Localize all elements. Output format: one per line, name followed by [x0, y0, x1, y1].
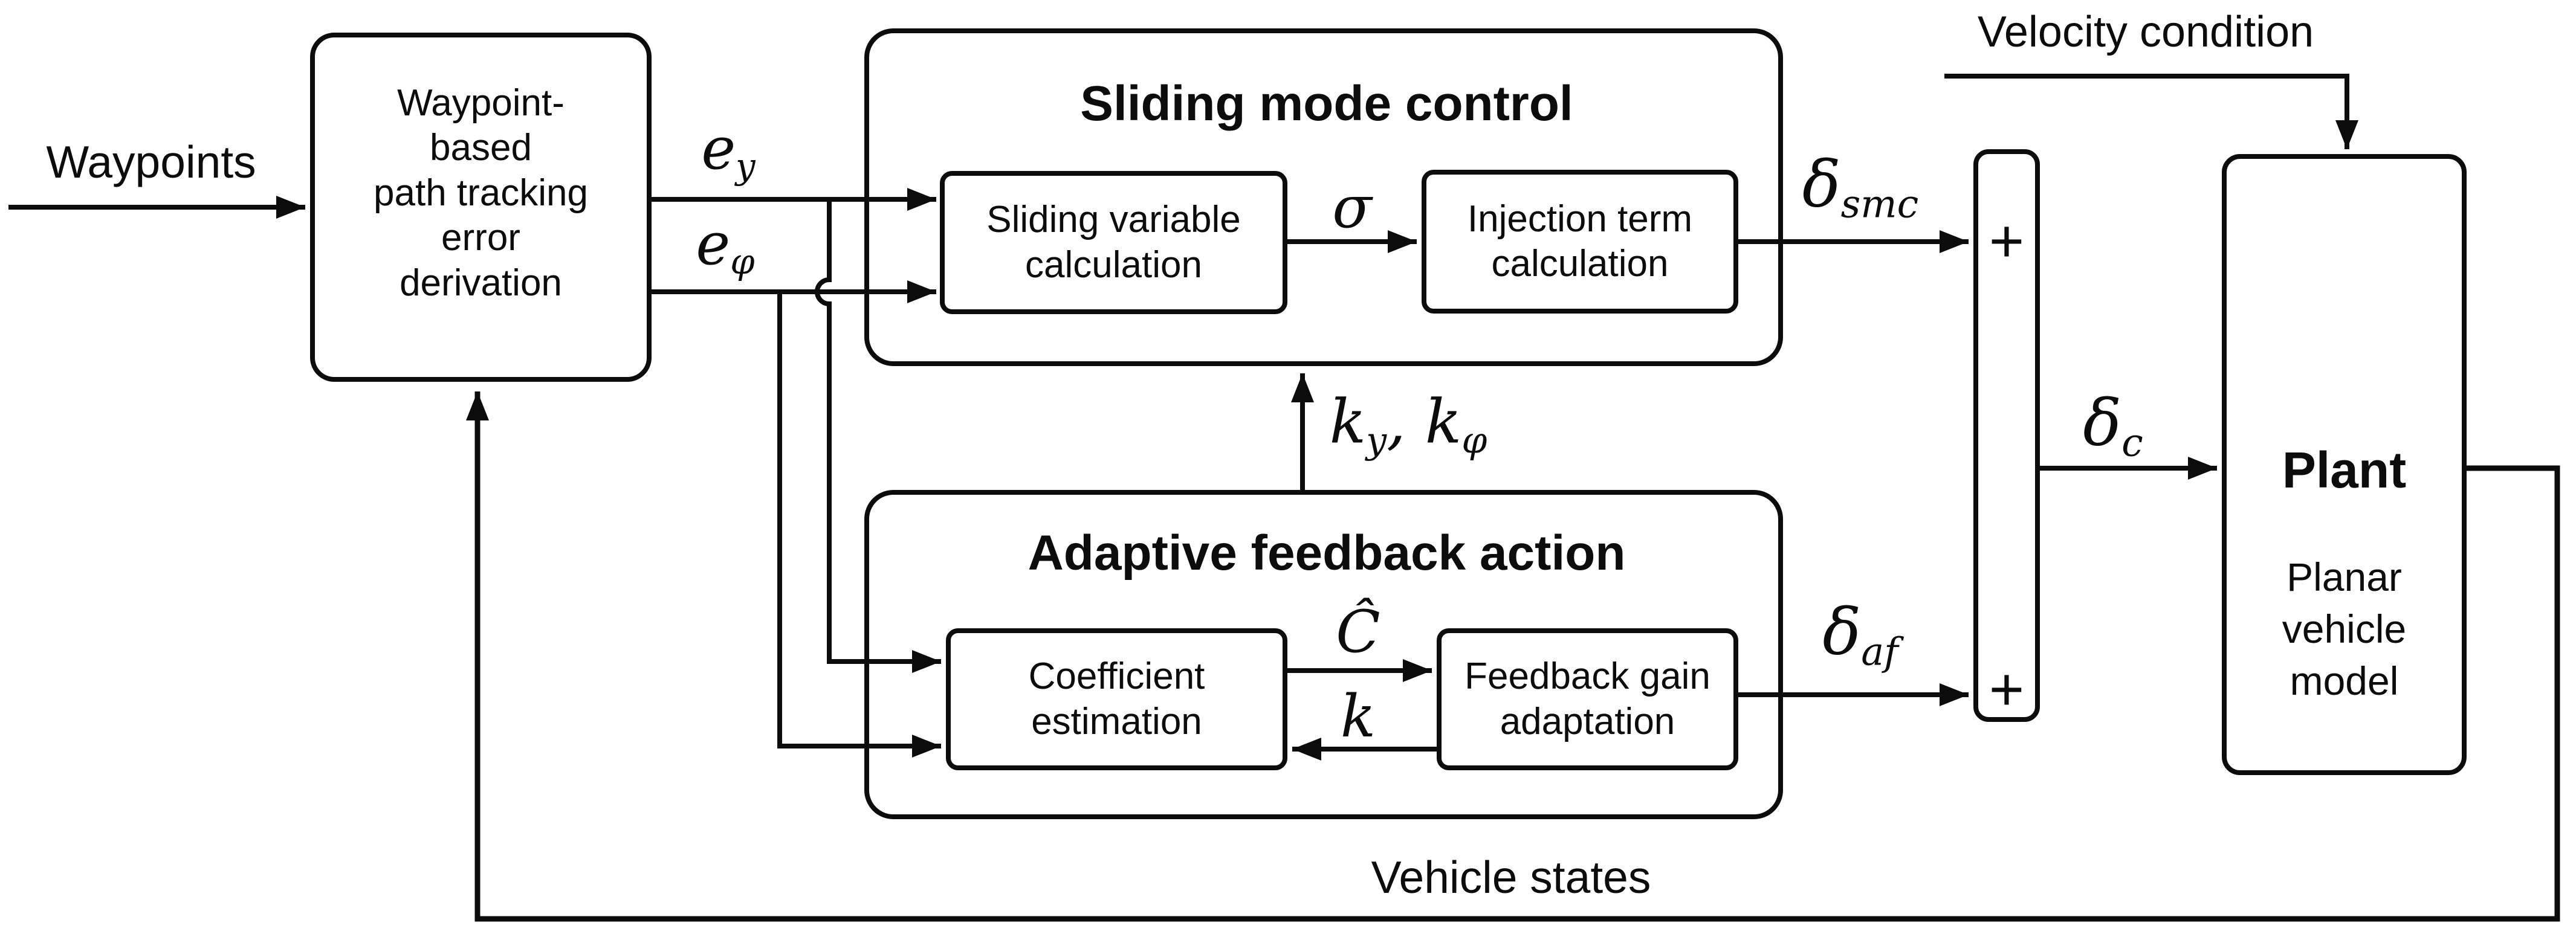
- waypoint-error-box: Waypoint- based path tracking error deri…: [310, 33, 652, 382]
- waypoint-error-box-line: Waypoint-: [397, 82, 565, 124]
- c-hat-label: Ĉ: [1336, 598, 1380, 666]
- velocity-condition-label: Velocity condition: [1977, 8, 2314, 56]
- plant-box: Plant Planar vehicle model: [2222, 154, 2467, 775]
- k-gains-sep: ,: [1387, 386, 1425, 457]
- delta-af-label: δaf: [1822, 594, 1898, 674]
- adaptive-feedback-container: [864, 490, 1783, 819]
- waypoints-label: Waypoints: [46, 137, 256, 187]
- e-y-label: ey: [701, 115, 755, 187]
- k-gains-s2: φ: [1461, 419, 1487, 462]
- coefficient-estimation-box-line: Coefficient: [1028, 655, 1205, 698]
- k-gains-label: ky, kφ: [1329, 386, 1487, 462]
- sum-plus-bottom: +: [1989, 655, 2025, 724]
- summation-block: [1973, 149, 2040, 722]
- c-hat-base: Ĉ: [1336, 598, 1380, 666]
- feedback-gain-box-line: adaptation: [1500, 700, 1675, 742]
- plant-title: Plant: [2282, 442, 2407, 498]
- feedback-gain-box: Feedback gain adaptation: [1437, 628, 1738, 770]
- vehicle-states-feedback-arrow: [466, 391, 2560, 922]
- sliding-mode-control-title: Sliding mode control: [1080, 76, 1573, 131]
- e-y-base: e: [701, 115, 736, 182]
- waypoint-error-box-line: based: [430, 127, 532, 169]
- k-gains-s1: y: [1366, 419, 1387, 462]
- waypoint-error-box-line: derivation: [400, 262, 562, 304]
- k-gains-b1: k: [1329, 386, 1367, 457]
- ey-branch-arrow: [815, 199, 941, 673]
- sliding-variable-box: Sliding variable calculation: [940, 171, 1287, 314]
- sliding-mode-control-container: [864, 28, 1783, 366]
- e-y-sub: y: [736, 146, 756, 187]
- delta-af-base: δ: [1822, 594, 1862, 669]
- sigma-label: σ: [1332, 173, 1372, 241]
- k-return-label: k: [1341, 683, 1376, 750]
- waypoint-error-box-line: error: [441, 217, 520, 259]
- sigma-base: σ: [1332, 173, 1372, 241]
- e-phi-sub: φ: [730, 242, 755, 283]
- coefficient-estimation-box-line: estimation: [1031, 700, 1202, 742]
- plant-description: Planar vehicle model: [2227, 552, 2462, 707]
- delta-c-sub: c: [2121, 420, 2143, 465]
- delta-smc-label: δsmc: [1802, 147, 1918, 227]
- injection-term-box-line: Injection term: [1467, 198, 1693, 240]
- vehicle-states-label: Vehicle states: [1371, 852, 1651, 903]
- sum-plus-top: +: [1989, 207, 2025, 275]
- waypoint-error-box-line: path tracking: [374, 172, 588, 214]
- e-phi-label: eφ: [696, 210, 754, 282]
- plant-description-line: Planar: [2286, 555, 2402, 599]
- velocity-arrow: [1944, 74, 2358, 149]
- adaptive-feedback-title: Adaptive feedback action: [1027, 526, 1626, 581]
- k-gains-b2: k: [1425, 386, 1462, 457]
- delta-c-label: δc: [2083, 385, 2143, 465]
- coefficient-estimation-box: Coefficient estimation: [946, 628, 1287, 770]
- sliding-variable-box-line: calculation: [1025, 243, 1202, 286]
- e-phi-base: e: [696, 210, 731, 278]
- feedback-gain-box-line: Feedback gain: [1464, 655, 1710, 698]
- delta-smc-sub: smc: [1840, 181, 1919, 227]
- delta-c-base: δ: [2083, 385, 2122, 460]
- injection-term-box-line: calculation: [1491, 243, 1669, 285]
- plant-description-line: model: [2290, 658, 2399, 703]
- delta-smc-base: δ: [1802, 147, 1841, 222]
- ephi-branch-arrow: [777, 292, 941, 758]
- delta-af-sub: af: [1861, 629, 1898, 674]
- sliding-variable-box-line: Sliding variable: [986, 199, 1241, 241]
- k-return-base: k: [1340, 683, 1376, 750]
- injection-term-box: Injection term calculation: [1422, 170, 1738, 314]
- plant-description-line: vehicle: [2282, 606, 2407, 651]
